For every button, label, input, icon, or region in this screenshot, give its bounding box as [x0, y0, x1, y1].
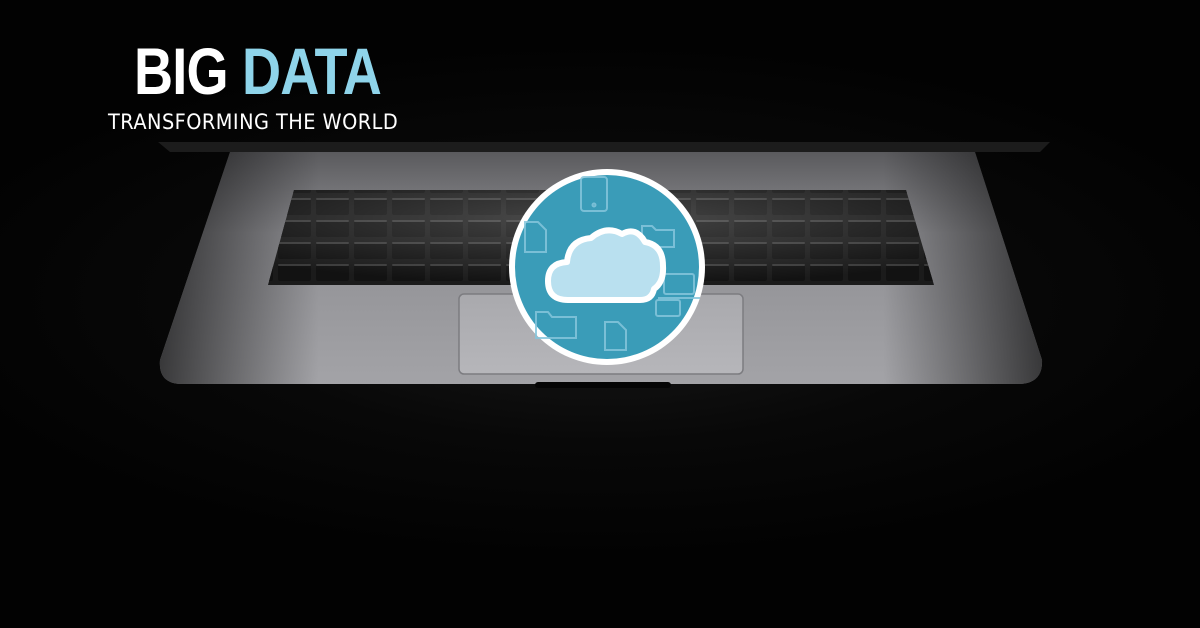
laptop-front-notch [535, 382, 671, 388]
document-icon [604, 321, 627, 351]
cloud-icon [545, 227, 667, 303]
cloud-badge [509, 169, 705, 365]
headline-word-data: DATA [241, 34, 382, 108]
laptop-icon [655, 299, 681, 317]
tablet-icon [580, 176, 608, 212]
document-icon [524, 221, 547, 253]
folder-icon [535, 311, 577, 339]
headline-title: BIG DATA [134, 34, 382, 108]
laptop-icon [658, 273, 700, 299]
headline-subtitle: TRANSFORMING THE WORLD [108, 110, 399, 134]
headline-word-big: BIG [134, 34, 229, 108]
headline: BIG DATA TRANSFORMING THE WORLD [108, 36, 408, 136]
laptop-lid-edge [158, 142, 1050, 152]
